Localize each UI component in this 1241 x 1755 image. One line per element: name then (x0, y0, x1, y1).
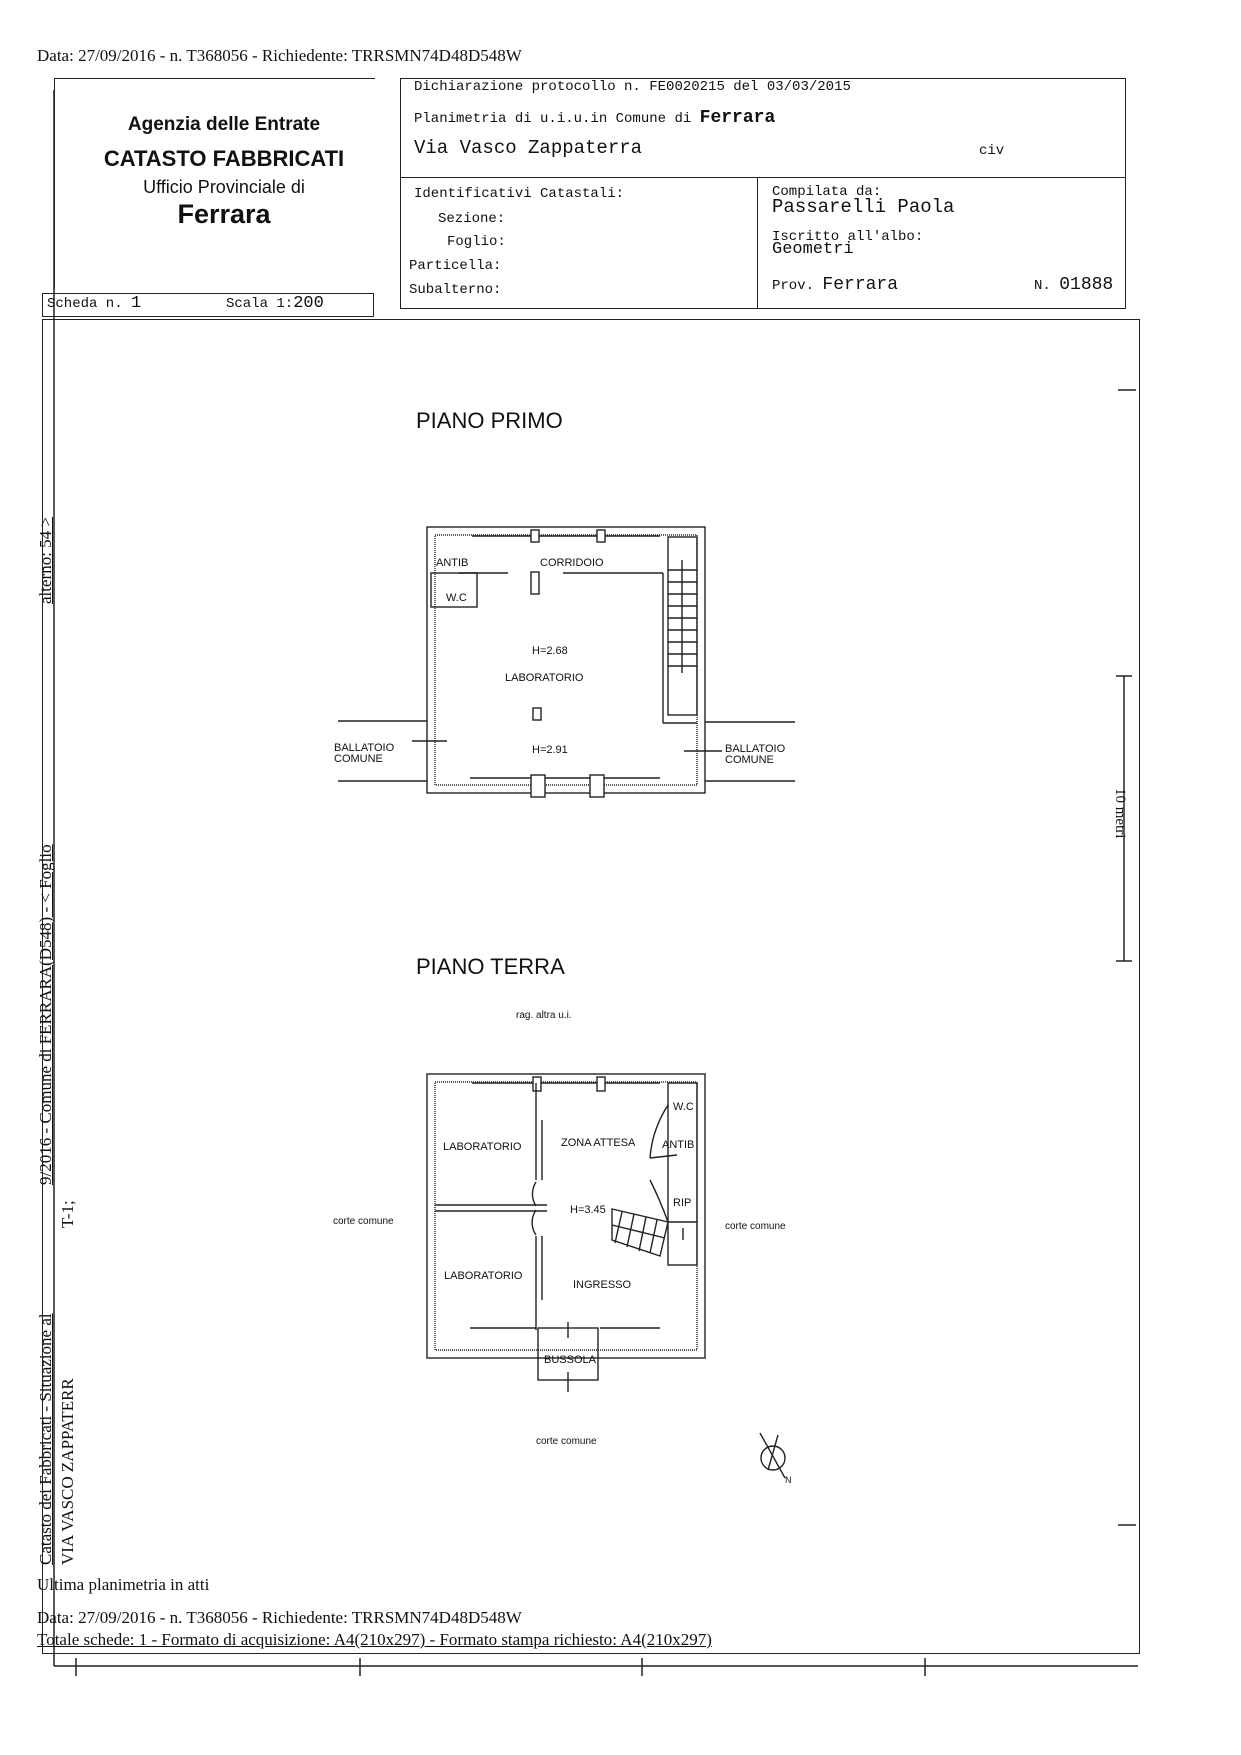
divider (757, 177, 758, 308)
planimetria-label: Planimetria di u.i.u.in Comune di Ferrar… (414, 108, 775, 128)
plan-piano-terra (426, 1073, 786, 1479)
ballatoio-left-2: COMUNE (334, 753, 383, 765)
room-laboratorio-2: LABORATORIO (444, 1270, 523, 1282)
height-label: H=2.91 (532, 744, 568, 756)
room-laboratorio-1: LABORATORIO (443, 1141, 522, 1153)
sezione-label: Sezione: (438, 211, 506, 227)
agency-name: Agenzia delle Entrate (127, 114, 321, 135)
scale-bar-label: 10 metri (1112, 788, 1128, 839)
room-wc: W.C (673, 1101, 694, 1113)
room-bussola: BUSSOLA (544, 1354, 597, 1366)
footer-formato: Totale schede: 1 - Formato di acquisizio… (37, 1630, 712, 1649)
corte-comune-right: corte comune (725, 1221, 786, 1232)
compilata-label: Compilata da: (772, 184, 882, 200)
albo-number: N. 01888 (1034, 275, 1113, 295)
room-antib: ANTIB (662, 1139, 694, 1151)
side-text-t1: T-1; (58, 1200, 77, 1228)
prov-label: Prov. (772, 278, 815, 294)
compilata-name: Passarelli Paola (772, 196, 955, 218)
rag-altra-ui: rag. altra u.i. (516, 1010, 572, 1021)
albo-value: Geometri (772, 240, 854, 259)
footer-request-info: Data: 27/09/2016 - n. T368056 - Richiede… (37, 1608, 522, 1627)
room-antib: ANTIB (436, 557, 468, 569)
room-ingresso: INGRESSO (573, 1279, 632, 1291)
room-rip: RIP (673, 1197, 691, 1209)
room-zona-attesa: ZONA ATTESA (561, 1137, 636, 1149)
ballatoio-right: BALLATOIO (725, 743, 786, 755)
request-info-header: Data: 27/09/2016 - n. T368056 - Richiede… (37, 46, 522, 65)
room-laboratorio: LABORATORIO (505, 672, 584, 684)
foglio-label: Foglio: (447, 234, 506, 250)
drawing-frame (42, 319, 1140, 1654)
prov: Prov. Ferrara (772, 275, 898, 295)
height-label: H=3.45 (570, 1204, 606, 1216)
room-corridoio: CORRIDOIO (540, 557, 604, 569)
scala-value: 200 (293, 294, 324, 313)
scheda-value: 1 (131, 294, 142, 313)
stair-steps (611, 1208, 669, 1257)
scala-label: Scala 1: (226, 296, 294, 312)
n-value: 01888 (1059, 275, 1114, 295)
stair-steps (668, 569, 697, 667)
side-text-catasto: Catasto dei Fabbricati - Situazione al (36, 1313, 55, 1565)
plan-piano-primo (338, 526, 795, 798)
north-label: N (785, 1475, 792, 1485)
corte-comune-bottom: corte comune (536, 1436, 597, 1447)
subalterno-label: Subalterno: (409, 282, 502, 298)
side-text-subalterno: alterno: 54 > (36, 516, 55, 604)
side-text-comune: 9/2016 - Comune di FERRARA(D548) - < Fog… (36, 844, 55, 1185)
declaration-box (400, 78, 1126, 309)
planimetria-text: Planimetria di u.i.u.in Comune di (414, 111, 692, 127)
ufficio-label: Ufficio Provinciale di (143, 177, 305, 197)
particella-label: Particella: (409, 258, 502, 274)
room-wc: W.C (446, 592, 467, 604)
footer-ultima-planimetria: Ultima planimetria in atti (37, 1575, 210, 1594)
comune-value: Ferrara (699, 108, 776, 128)
albo-label: Iscritto all'albo: (772, 229, 924, 245)
piano-primo-title: PIANO PRIMO (416, 408, 563, 433)
scheda: Scheda n. 1 (47, 294, 141, 313)
protocol-line: Dichiarazione protocollo n. FE0020215 de… (414, 79, 851, 95)
scala: Scala 1:200 (226, 294, 324, 313)
corte-comune-left: corte comune (333, 1216, 394, 1227)
address: Via Vasco Zappaterra (414, 137, 643, 159)
divider (400, 177, 1126, 178)
side-text-via: VIA VASCO ZAPPATERR (58, 1378, 77, 1565)
height-label: H=2.68 (532, 645, 568, 657)
ballatoio-left: BALLATOIO (334, 742, 395, 754)
n-label: N. (1034, 278, 1051, 294)
north-arrow-icon (760, 1445, 786, 1471)
identificativi-title: Identificativi Catastali: (414, 186, 625, 202)
scheda-box (42, 293, 374, 317)
scheda-label: Scheda n. (47, 296, 123, 312)
civ-label: civ (979, 143, 1005, 159)
catasto-title: CATASTO FABBRICATI (103, 146, 345, 171)
prov-value: Ferrara (822, 275, 899, 295)
piano-terra-title: PIANO TERRA (416, 954, 565, 979)
ufficio-city: Ferrara (177, 199, 271, 229)
ballatoio-right-2: COMUNE (725, 754, 774, 766)
